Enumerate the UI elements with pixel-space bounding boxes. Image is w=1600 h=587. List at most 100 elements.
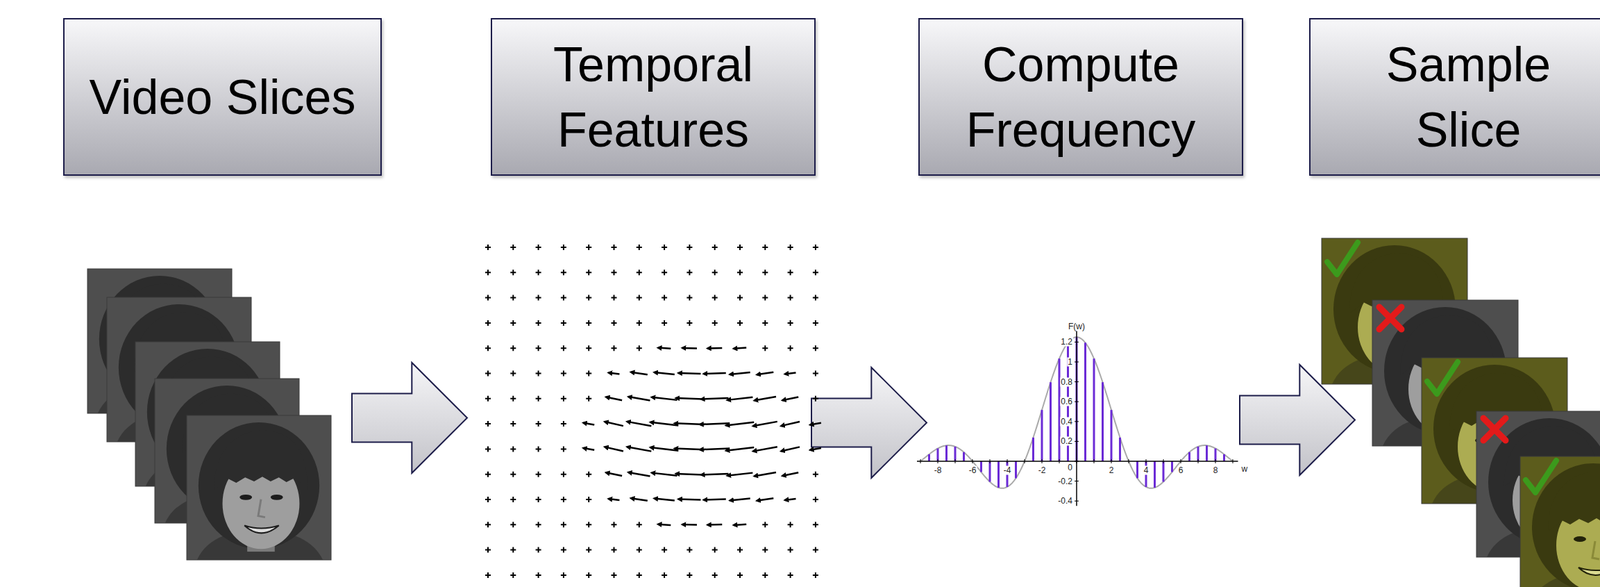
illustration-part <box>686 244 693 250</box>
illustration-part <box>510 445 516 452</box>
illustration-part <box>1592 540 1600 559</box>
illustration-part <box>535 344 542 351</box>
illustration-part <box>729 372 750 375</box>
illustration-part <box>510 295 516 301</box>
illustration-part <box>198 422 320 549</box>
illustration-part <box>997 460 1000 488</box>
illustration-part <box>686 571 693 578</box>
illustration-part <box>1074 381 1079 382</box>
illustration-part <box>585 546 592 553</box>
illustration-part <box>682 523 697 526</box>
illustration-part <box>737 244 743 250</box>
illustration-part <box>485 244 491 250</box>
axis-label: -8 <box>933 465 943 475</box>
illustration-part <box>1547 471 1600 532</box>
illustration-part <box>1223 453 1226 461</box>
illustration-part <box>485 395 491 402</box>
illustration-part <box>560 395 567 402</box>
illustration-part <box>630 372 648 375</box>
illustration-part <box>1520 456 1600 587</box>
illustration-part <box>611 571 618 578</box>
illustration-part <box>270 494 284 500</box>
illustration-part <box>1118 437 1122 461</box>
illustration-part <box>1032 437 1035 461</box>
illustration-part <box>733 347 747 349</box>
illustration-part <box>1093 358 1096 461</box>
illustration-part <box>560 445 567 452</box>
illustration-part <box>186 415 332 560</box>
illustration-part <box>653 372 675 375</box>
illustration-part <box>812 395 819 402</box>
illustration-part <box>1163 458 1165 463</box>
illustration-part <box>782 396 799 400</box>
illustration-part <box>605 472 622 476</box>
illustration-part <box>630 497 648 501</box>
axis-label: 0.8 <box>1059 376 1074 386</box>
illustration-part <box>1041 458 1043 463</box>
illustration-part <box>762 320 768 326</box>
illustration-part <box>1076 458 1078 463</box>
illustration-part <box>1205 444 1208 461</box>
illustration-part <box>787 320 794 326</box>
illustration-part <box>1171 460 1174 473</box>
illustration-part <box>810 447 822 450</box>
illustration-part <box>611 344 618 351</box>
illustration-part <box>604 421 624 426</box>
illustration-part <box>785 498 797 500</box>
illustration-part <box>787 269 794 275</box>
illustration-part <box>1074 361 1079 363</box>
illustration-part <box>712 295 718 301</box>
illustration-part <box>756 497 774 501</box>
illustration-part <box>661 269 668 275</box>
illustration-part <box>535 521 542 527</box>
illustration-part <box>737 295 743 301</box>
illustration-part <box>686 320 693 326</box>
illustration-part <box>560 546 567 553</box>
illustration-part <box>1162 460 1165 482</box>
illustration-part <box>1188 451 1191 461</box>
illustration-part <box>239 494 252 500</box>
illustration-part <box>972 458 974 463</box>
illustration-part <box>510 244 516 250</box>
illustration-part <box>651 397 678 400</box>
illustration-part <box>699 422 730 425</box>
axis-label: 0.2 <box>1059 436 1074 446</box>
box-title: Compute Frequency <box>928 31 1234 163</box>
illustration-part <box>653 497 675 500</box>
illustration-part <box>510 395 516 402</box>
illustration-part <box>535 370 542 377</box>
illustration-part <box>585 395 592 402</box>
illustration-part <box>762 571 768 578</box>
illustration-part <box>636 269 643 275</box>
illustration-part <box>955 458 956 463</box>
illustration-part <box>701 473 729 475</box>
optical-flow-field <box>485 244 822 578</box>
illustration-part <box>636 320 643 326</box>
illustration-part <box>733 524 747 525</box>
axis-label: -6 <box>968 465 978 475</box>
illustration-part <box>535 244 542 250</box>
illustration-part <box>535 320 542 326</box>
illustration-part <box>1074 401 1079 402</box>
illustration-part <box>945 444 948 461</box>
illustration-part <box>712 244 718 250</box>
illustration-part <box>608 498 620 500</box>
illustration-part <box>485 521 491 527</box>
illustration-part <box>712 571 718 578</box>
illustration-part <box>535 420 542 427</box>
illustration-part <box>1578 567 1600 575</box>
illustration-part <box>707 523 722 526</box>
illustration-part <box>661 546 668 553</box>
stage-box: Video Slices <box>63 18 382 176</box>
illustration-part <box>1180 458 1182 463</box>
illustration-part <box>762 269 768 275</box>
illustration-part <box>701 397 729 400</box>
cross-mark <box>1379 306 1402 330</box>
illustration-part <box>510 496 516 502</box>
illustration-part <box>186 415 332 560</box>
illustration-part <box>1014 460 1017 478</box>
illustration-part <box>535 471 542 477</box>
illustration-part <box>611 320 618 326</box>
illustration-part <box>762 546 768 553</box>
